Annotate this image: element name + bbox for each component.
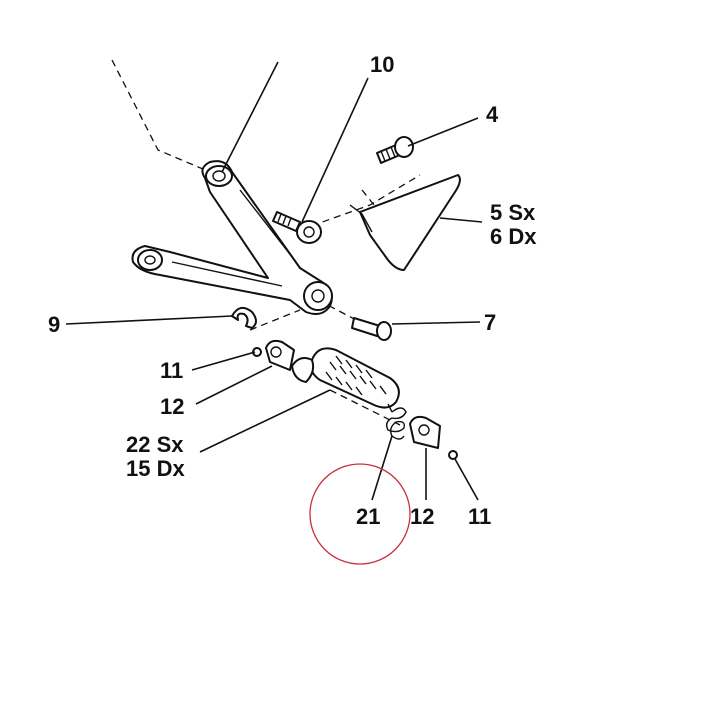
label-11-right: 11 — [468, 504, 491, 529]
label-9: 9 — [48, 312, 60, 337]
pivot-pin-7 — [351, 317, 392, 341]
bracket-12-left — [265, 339, 295, 371]
label-12-right: 12 — [410, 504, 434, 529]
label-15-dx: 15 Dx — [126, 456, 185, 481]
footrest-bracket — [131, 160, 333, 315]
bracket-12-right — [409, 415, 441, 449]
bolt-10 — [272, 211, 322, 244]
label-22-sx: 22 Sx — [126, 432, 184, 457]
leader-lines — [65, 61, 483, 501]
ball-11-right — [448, 450, 458, 460]
bolt-4 — [376, 136, 414, 164]
label-5-sx: 5 Sx — [490, 200, 536, 225]
footpeg-rubber — [291, 347, 400, 409]
rubber-grip-texture — [325, 355, 387, 396]
label-21: 21 — [356, 504, 380, 529]
label-12-left: 12 — [160, 394, 184, 419]
part-labels: 10 4 5 Sx 6 Dx 7 9 11 12 22 Sx 15 Dx 21 … — [48, 52, 537, 529]
label-10: 10 — [370, 52, 394, 77]
heel-guard-plate — [349, 174, 461, 271]
spring-21 — [385, 403, 407, 440]
highlight-circle — [309, 463, 411, 565]
label-4: 4 — [486, 102, 499, 127]
label-11-left: 11 — [160, 358, 183, 383]
circlip-9 — [231, 306, 257, 329]
label-7: 7 — [484, 310, 496, 335]
label-6-dx: 6 Dx — [490, 224, 537, 249]
